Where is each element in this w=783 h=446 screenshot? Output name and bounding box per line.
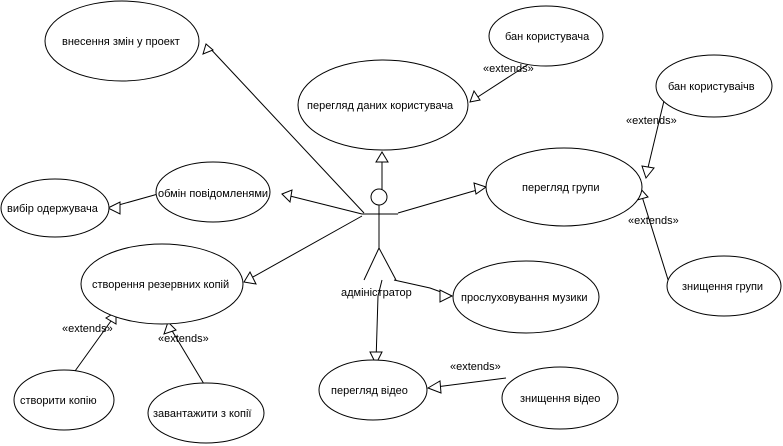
line-load-copy [167, 323, 205, 385]
line-actor-backups [243, 215, 363, 283]
use-case-backups: створення резервних копій [80, 243, 244, 325]
arrow-head-music [439, 289, 454, 303]
use-case-ban-users-ellipse [655, 54, 773, 118]
use-case-ban-users-label: бан користуваічв [668, 81, 755, 93]
line-ban-user [469, 57, 539, 103]
use-case-view-group-label: перегляд групи [522, 182, 600, 194]
use-case-messages-ellipse [155, 161, 271, 223]
arrow-head-destroy-video [426, 380, 442, 394]
arrow-head-ban-user [469, 89, 481, 103]
use-case-make-copy-label: створити копію [20, 395, 97, 407]
connector-lines [69, 43, 671, 389]
use-case-messages: обмін повідомленями [155, 161, 271, 223]
use-case-view-group: перегляд групи [485, 147, 643, 227]
use-case-load-copy: завантажити з копії [147, 382, 265, 444]
use-case-destroy-group-ellipse [666, 255, 782, 317]
use-case-view-video-label: перегляд відео [331, 385, 408, 397]
extends-label-destroy-group: «extends» [628, 215, 679, 227]
arrow-head-view-group [473, 182, 488, 195]
extends-labels: «extends» «extends» «extends» «extends» … [62, 63, 679, 373]
use-case-messages-label: обмін повідомленями [158, 188, 268, 200]
arrow-head-messages [281, 189, 293, 204]
use-case-view-video: перегляд відео [318, 359, 428, 421]
actor-left-leg [363, 247, 380, 281]
line-destroy-group [639, 189, 671, 287]
use-case-destroy-video-label: знищення відео [520, 393, 600, 405]
use-case-make-copy-ellipse [13, 369, 115, 431]
line-actor-project [205, 43, 365, 214]
use-case-ban-users: бан користуваічв [655, 54, 773, 118]
use-case-ban-user-label: бан користувача [505, 31, 590, 43]
line-make-copy [69, 313, 117, 379]
arrow-head-view-user [375, 151, 389, 163]
use-case-ban-user: бан користувача [488, 5, 604, 67]
arrow-head-load-copy [163, 321, 177, 335]
use-case-view-user: перегляд даних користувача [297, 59, 469, 151]
arrow-head-ban-users [641, 165, 655, 180]
use-case-destroy-video: знищення відео [501, 366, 619, 430]
use-case-project: внесення змін у проект [44, 0, 200, 82]
use-case-view-user-label: перегляд даних користувача [307, 100, 454, 112]
use-case-choose-recipient-label: вибір одержувача [7, 203, 99, 215]
use-case-load-copy-label: завантажити з копії [153, 408, 251, 420]
arrow-head-video [369, 351, 383, 366]
actor-figure: адміністратор [341, 188, 412, 299]
use-case-choose-recipient-ellipse [0, 178, 110, 238]
use-case-project-label: внесення змін у проект [62, 36, 180, 48]
use-case-load-copy-ellipse [147, 382, 265, 444]
use-case-view-video-ellipse [318, 359, 428, 421]
use-case-project-ellipse [44, 0, 200, 82]
extends-label-make-copy: «extends» [62, 323, 113, 335]
line-actor-messages [281, 193, 363, 215]
use-case-backups-label: створення резервних копій [92, 279, 229, 291]
actor-label: адміністратор [341, 287, 412, 299]
extends-label-ban-user: «extends» [483, 63, 534, 75]
use-case-destroy-group: знищення групи [666, 255, 782, 317]
use-case-choose-recipient: вибір одержувача [0, 178, 110, 238]
line-destroy-video [427, 377, 507, 389]
extends-label-destroy-video: «extends» [450, 361, 501, 373]
use-case-view-group-ellipse [485, 147, 643, 227]
line-actor-video [375, 279, 383, 363]
extends-label-load-copy: «extends» [158, 333, 209, 345]
use-case-music-label: прослуховування музики [461, 292, 588, 304]
use-case-backups-ellipse [80, 243, 244, 325]
use-case-destroy-video-ellipse [501, 366, 619, 430]
line-actor-view-group [397, 187, 485, 214]
use-case-make-copy: створити копію [13, 369, 115, 431]
use-case-destroy-group-label: знищення групи [682, 281, 763, 293]
use-case-music: прослуховування музики [452, 260, 600, 334]
use-case-music-ellipse [452, 260, 600, 334]
arrow-head-backups [243, 270, 257, 285]
actor-right-leg [378, 247, 397, 281]
actor-head [370, 188, 388, 206]
use-case-view-user-ellipse [297, 59, 469, 151]
arrow-head-choose-recipient [106, 201, 121, 215]
arrow-head-project [202, 43, 214, 55]
extends-label-ban-users: «extends» [626, 115, 677, 127]
use-case-ban-user-ellipse [488, 5, 604, 67]
